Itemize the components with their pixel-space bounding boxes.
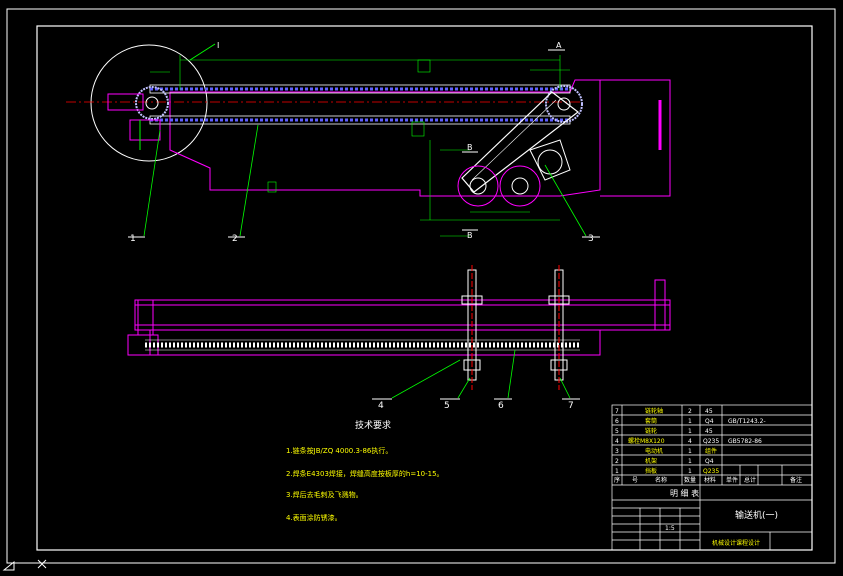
svg-text:挡板: 挡板 [645, 467, 657, 475]
svg-text:5: 5 [615, 428, 619, 435]
balloon-5: 5 [440, 398, 460, 411]
front-view: 4 5 6 7 [127, 265, 671, 411]
svg-text:2: 2 [615, 458, 619, 465]
svg-text:6: 6 [498, 401, 504, 411]
svg-text:6: 6 [615, 418, 619, 425]
tech-item-2: 2.焊条E4303焊接，焊缝高度按板厚的h=10-15。 [286, 469, 444, 478]
svg-text:2: 2 [232, 234, 238, 244]
section-label-b-lower: B [467, 231, 473, 240]
left-sprocket [107, 86, 169, 150]
svg-text:机架: 机架 [645, 457, 657, 465]
right-sprocket [545, 85, 583, 123]
svg-text:Q235: Q235 [703, 468, 719, 475]
balloon-2: 2 [228, 234, 245, 244]
bom-text: 7 链轮轴 2 45 GB/T1243.2- 6 套筒 1 Q4 5 链轮 1 … [614, 407, 802, 484]
balloon-1: 1 [128, 234, 145, 244]
leaders-front [391, 349, 571, 399]
section-label-b-upper: B [467, 143, 473, 152]
ucs-icon [2, 559, 47, 571]
svg-text:5: 5 [444, 401, 450, 411]
school-name: 机械设计课程设计 [712, 539, 760, 547]
svg-text:3: 3 [588, 234, 594, 244]
balloon-6: 6 [494, 398, 512, 411]
svg-text:3: 3 [615, 448, 619, 455]
svg-text:螺栓M8X120: 螺栓M8X120 [628, 437, 665, 445]
outer-frame [6, 8, 836, 564]
inner-frame [36, 25, 813, 551]
svg-text:组件: 组件 [705, 447, 717, 455]
tech-requirements: 技术要求 1.链条按JB/ZQ 4000.3-86执行。 2.焊条E4303焊接… [286, 419, 444, 522]
svg-text:45: 45 [705, 428, 713, 435]
bom-table-title: 明 细 表 [670, 488, 699, 498]
balloon-7: 7 [562, 398, 580, 411]
svg-text:电动机: 电动机 [645, 447, 663, 455]
svg-text:4: 4 [615, 438, 619, 445]
tech-title: 技术要求 [355, 419, 391, 431]
front-frame-upper [134, 299, 671, 331]
drive-chain [457, 91, 579, 207]
title-block [611, 404, 813, 551]
svg-text:Q4: Q4 [705, 418, 714, 425]
tech-item-3: 3.焊后去毛刺及飞溅物。 [286, 490, 363, 499]
svg-text:45: 45 [705, 408, 713, 415]
svg-text:链轮轴: 链轮轴 [645, 407, 663, 415]
svg-text:套筒: 套筒 [645, 417, 657, 425]
svg-text:1: 1 [688, 418, 692, 425]
svg-text:2: 2 [688, 408, 692, 415]
svg-text:链轮: 链轮 [645, 427, 657, 435]
svg-text:4: 4 [378, 401, 384, 411]
svg-text:号: 号 [632, 477, 638, 484]
svg-text:4: 4 [688, 438, 692, 445]
tech-item-4: 4.表面涂防锈漆。 [286, 513, 342, 522]
svg-text:单件: 单件 [726, 476, 738, 484]
detail-label-i: I [217, 41, 219, 50]
detail-circle [90, 44, 208, 162]
svg-text:1: 1 [688, 458, 692, 465]
conveyor-frame-outline [169, 79, 601, 197]
svg-text:Q235: Q235 [703, 438, 719, 445]
front-shaft-left [461, 265, 483, 390]
svg-text:1: 1 [130, 234, 136, 244]
balloon-4: 4 [372, 398, 392, 411]
dimensions [150, 55, 570, 237]
svg-text:1: 1 [688, 468, 692, 475]
svg-text:1: 1 [688, 448, 692, 455]
balloon-3: 3 [582, 234, 600, 244]
svg-text:序: 序 [614, 476, 620, 484]
top-view: I [66, 41, 671, 244]
drawing-scale: 1:5 [665, 525, 675, 532]
svg-text:7: 7 [615, 408, 619, 415]
svg-text:总计: 总计 [744, 476, 756, 484]
drawing-title: 输送机(一) [735, 509, 778, 521]
svg-text:GB/T1243.2-: GB/T1243.2- [728, 418, 766, 425]
svg-text:材料: 材料 [704, 476, 716, 484]
svg-text:Q4: Q4 [705, 458, 714, 465]
front-shaft-right [548, 265, 570, 390]
svg-text:1: 1 [688, 428, 692, 435]
svg-text:7: 7 [568, 401, 574, 411]
leaders-top [143, 124, 587, 237]
chain-strands [149, 84, 571, 125]
svg-text:备注: 备注 [790, 476, 802, 484]
svg-text:1: 1 [615, 468, 619, 475]
section-label-a: A [556, 41, 562, 50]
svg-text:数量: 数量 [684, 476, 696, 484]
tech-item-1: 1.链条按JB/ZQ 4000.3-86执行。 [286, 446, 392, 455]
section-marks [462, 49, 565, 231]
svg-text:名称: 名称 [655, 476, 667, 484]
svg-text:GB5782-86: GB5782-86 [728, 438, 762, 445]
